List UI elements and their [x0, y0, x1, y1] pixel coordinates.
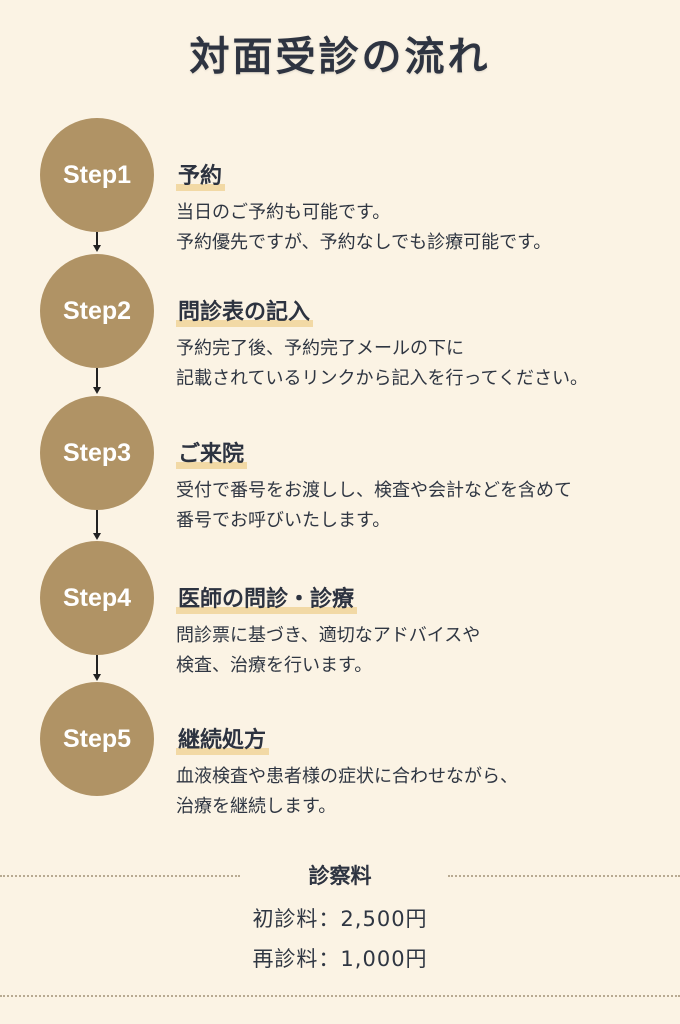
step-1-desc-line: 当日のご予約も可能です。: [176, 202, 391, 223]
divider: [0, 875, 240, 877]
arrow-connector: [96, 232, 98, 246]
fee-first-visit: 初診料：2,500円: [252, 907, 428, 931]
step-2-desc-line: 予約完了後、予約完了メールの下に: [176, 338, 464, 359]
bottom-divider: [0, 995, 680, 997]
step-2-badge: Step2: [40, 254, 154, 368]
step-4-badge: Step4: [40, 541, 154, 655]
arrow-down-icon: [93, 387, 101, 394]
step-4-desc-line: 問診票に基づき、適切なアドバイスや: [176, 625, 481, 646]
step-3-desc-line: 受付で番号をお渡しし、検査や会計などを含めて: [176, 480, 572, 501]
step-1-desc-line: 予約優先ですが、予約なしでも診療可能です。: [176, 232, 552, 253]
arrow-connector: [96, 368, 98, 388]
step-4-desc-line: 検査、治療を行います。: [176, 655, 373, 676]
step-3-description: 受付で番号をお渡しし、検査や会計などを含めて 番号でお呼びいたします。: [176, 476, 666, 536]
divider: [448, 875, 680, 877]
step-5-description: 血液検査や患者様の症状に合わせながら、 治療を継続します。: [176, 762, 666, 822]
step-1-badge: Step1: [40, 118, 154, 232]
step-2-title: 問診表の記入: [176, 294, 314, 327]
step-5-desc-line: 血液検査や患者様の症状に合わせながら、: [176, 766, 518, 787]
fee-heading: 診察料: [308, 864, 372, 888]
step-5-desc-line: 治療を継続します。: [176, 796, 337, 817]
step-4-description: 問診票に基づき、適切なアドバイスや 検査、治療を行います。: [176, 621, 666, 681]
step-1-title: 予約: [176, 158, 226, 191]
step-2-description: 予約完了後、予約完了メールの下に 記載されているリンクから記入を行ってください。: [176, 334, 666, 394]
arrow-connector: [96, 510, 98, 534]
arrow-connector: [96, 655, 98, 675]
arrow-down-icon: [93, 245, 101, 252]
step-1-description: 当日のご予約も可能です。 予約優先ですが、予約なしでも診療可能です。: [176, 198, 666, 258]
fee-return-visit: 再診料：1,000円: [252, 947, 428, 971]
arrow-down-icon: [93, 533, 101, 540]
step-5-badge: Step5: [40, 682, 154, 796]
step-5-title: 継続処方: [176, 722, 270, 755]
step-3-badge: Step3: [40, 396, 154, 510]
fee-section: 診察料 初診料：2,500円 再診料：1,000円: [0, 855, 680, 1005]
step-3-desc-line: 番号でお呼びいたします。: [176, 510, 391, 531]
page-title: 対面受診の流れ: [189, 34, 491, 80]
step-3-title: ご来院: [176, 436, 248, 469]
arrow-down-icon: [93, 674, 101, 681]
step-2-desc-line: 記載されているリンクから記入を行ってください。: [176, 368, 589, 389]
step-4-title: 医師の問診・診療: [176, 581, 358, 614]
